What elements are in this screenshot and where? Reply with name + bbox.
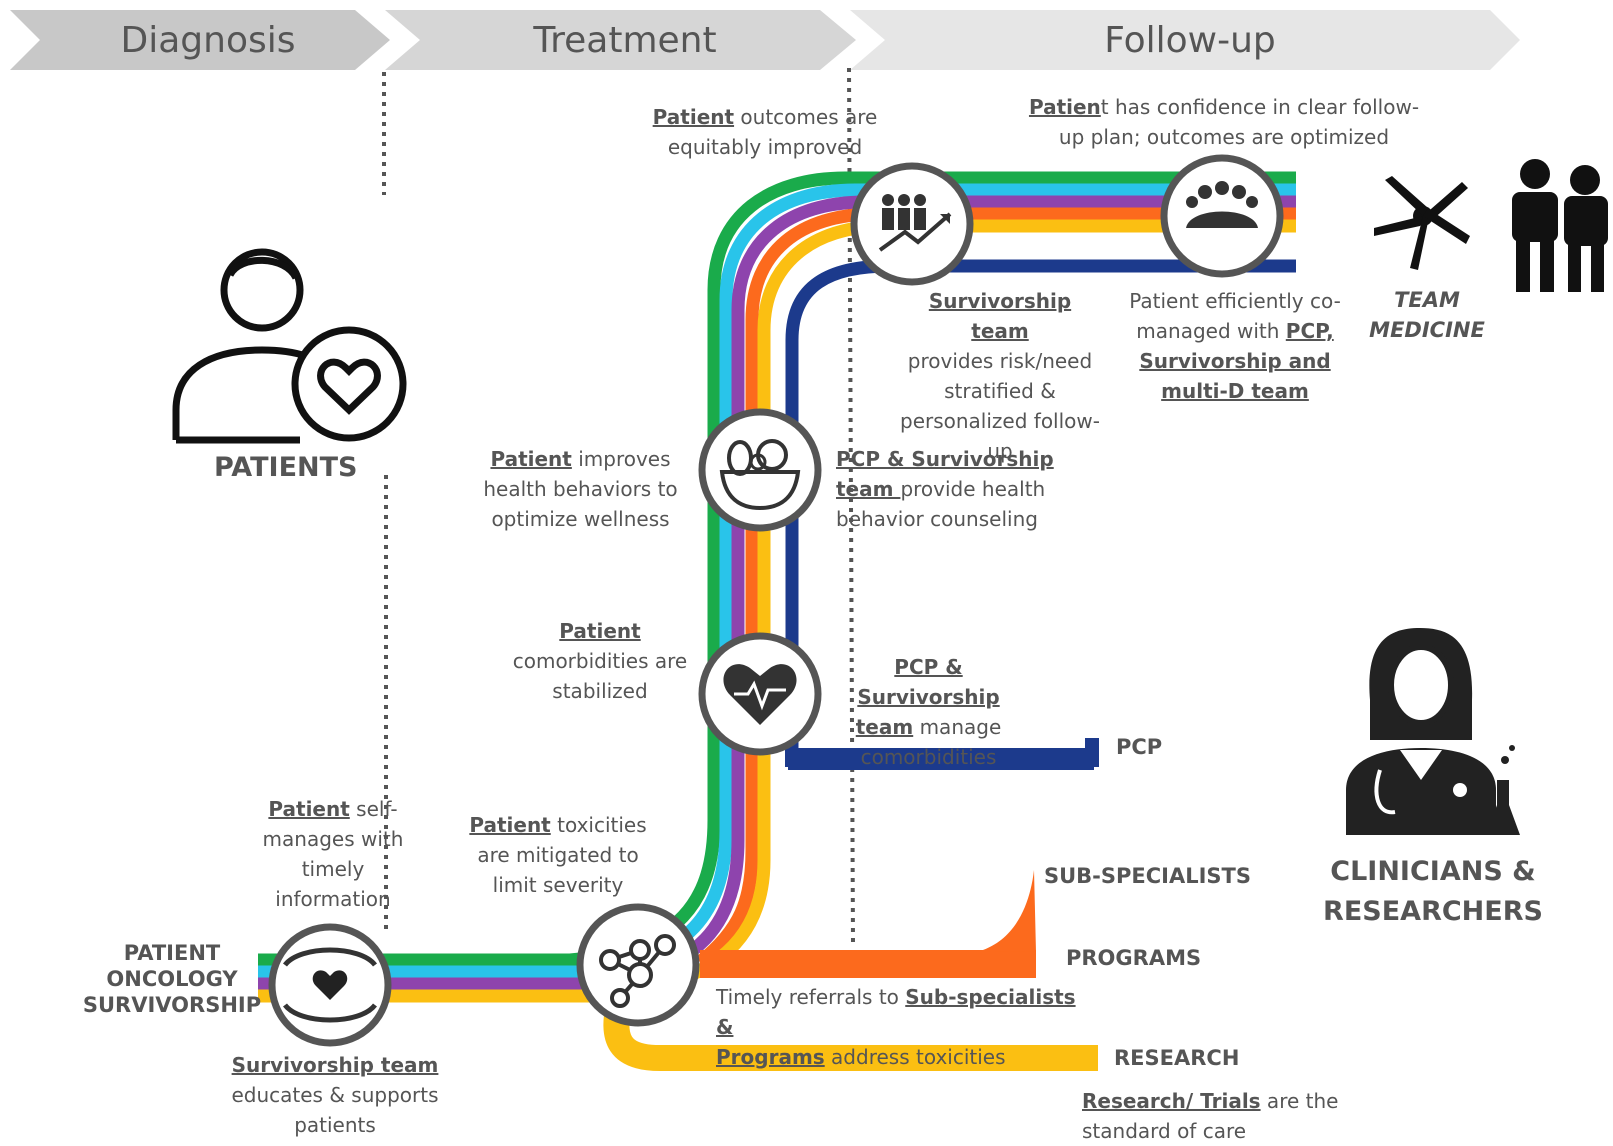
team-medicine-line1: TEAM	[1394, 288, 1460, 312]
callout-comorb-manage: PCP & Survivorship team manage comorbidi…	[855, 655, 1002, 769]
branch-programs	[700, 870, 1036, 978]
callout-comorb-stab: Patient comorbidities are stabilized	[512, 619, 688, 703]
followup-chevron	[850, 10, 1520, 70]
branch-programs-label: PROGRAMS	[1066, 946, 1202, 970]
phase-chevrons: Diagnosis Treatment Follow-up	[10, 10, 1520, 70]
branch-pcp	[785, 738, 1099, 770]
group-growth-icon	[850, 162, 974, 286]
start-line2: ONCOLOGY	[106, 967, 238, 991]
treatment-chevron	[385, 10, 856, 70]
callout-outcomes: Patient outcomes are equitably improved	[652, 105, 878, 159]
clinicians-line2: RESEARCHERS	[1323, 896, 1543, 927]
phase-treatment: Treatment	[532, 20, 716, 61]
start-label: PATIENT ONCOLOGY SURVIVORSHIP	[82, 940, 262, 1018]
phase-dividers	[382, 67, 855, 946]
branch-research-label: RESEARCH	[1114, 1046, 1240, 1070]
team-medicine-line2: MEDICINE	[1369, 318, 1485, 342]
diagnosis-chevron	[10, 10, 390, 70]
fruit-bowl-icon	[698, 408, 822, 532]
team-medicine-label: TEAM MEDICINE	[1362, 285, 1492, 345]
callout-research-std: Research/ Trials are the standard of car…	[1082, 1089, 1339, 1143]
patients-label: PATIENTS	[214, 452, 358, 483]
callout-educates: Survivorship team educates & supports pa…	[231, 1053, 439, 1137]
doctors-icon	[1512, 159, 1608, 292]
meeting-table-icon	[1160, 154, 1284, 278]
callout-comanaged: Patient efficiently co-managed with PCP,…	[1129, 289, 1341, 403]
callout-confidence: Patient has confidence in clear follow-u…	[1028, 95, 1420, 149]
clinician-researcher-icon	[1346, 628, 1520, 835]
branch-pcp-label: PCP	[1116, 735, 1163, 759]
callout-counseling: PCP & Survivorship team provide health b…	[836, 447, 1054, 531]
heart-pulse-icon	[698, 632, 822, 756]
patient-heart-icon	[172, 248, 407, 444]
care-hands-heart-icon	[268, 923, 392, 1047]
band-orange	[695, 207, 1296, 968]
callout-referrals: Timely referrals to Sub-specialists & Pr…	[716, 985, 1076, 1069]
divider-right	[847, 67, 855, 946]
branch-subspecialists-label: SUB-SPECIALISTS	[1044, 864, 1252, 888]
network-icon	[576, 903, 700, 1027]
clinicians-label: CLINICIANS & RESEARCHERS	[1318, 852, 1548, 932]
start-line3: SURVIVORSHIP	[82, 993, 262, 1017]
team-medicine-hands-icon	[1374, 176, 1470, 270]
start-line1: PATIENT	[123, 941, 221, 965]
callout-health-behaviors: Patient improves health behaviors to opt…	[483, 447, 678, 531]
callout-surv-team: Survivorship team provides risk/need str…	[900, 289, 1100, 463]
callout-self-manage: Patient self-manages with timely informa…	[262, 797, 404, 911]
clinicians-line1: CLINICIANS &	[1330, 856, 1536, 887]
callout-toxicities: Patient toxicities are mitigated to limi…	[469, 813, 647, 897]
phase-diagnosis: Diagnosis	[121, 20, 296, 61]
phase-followup: Follow-up	[1104, 20, 1276, 61]
